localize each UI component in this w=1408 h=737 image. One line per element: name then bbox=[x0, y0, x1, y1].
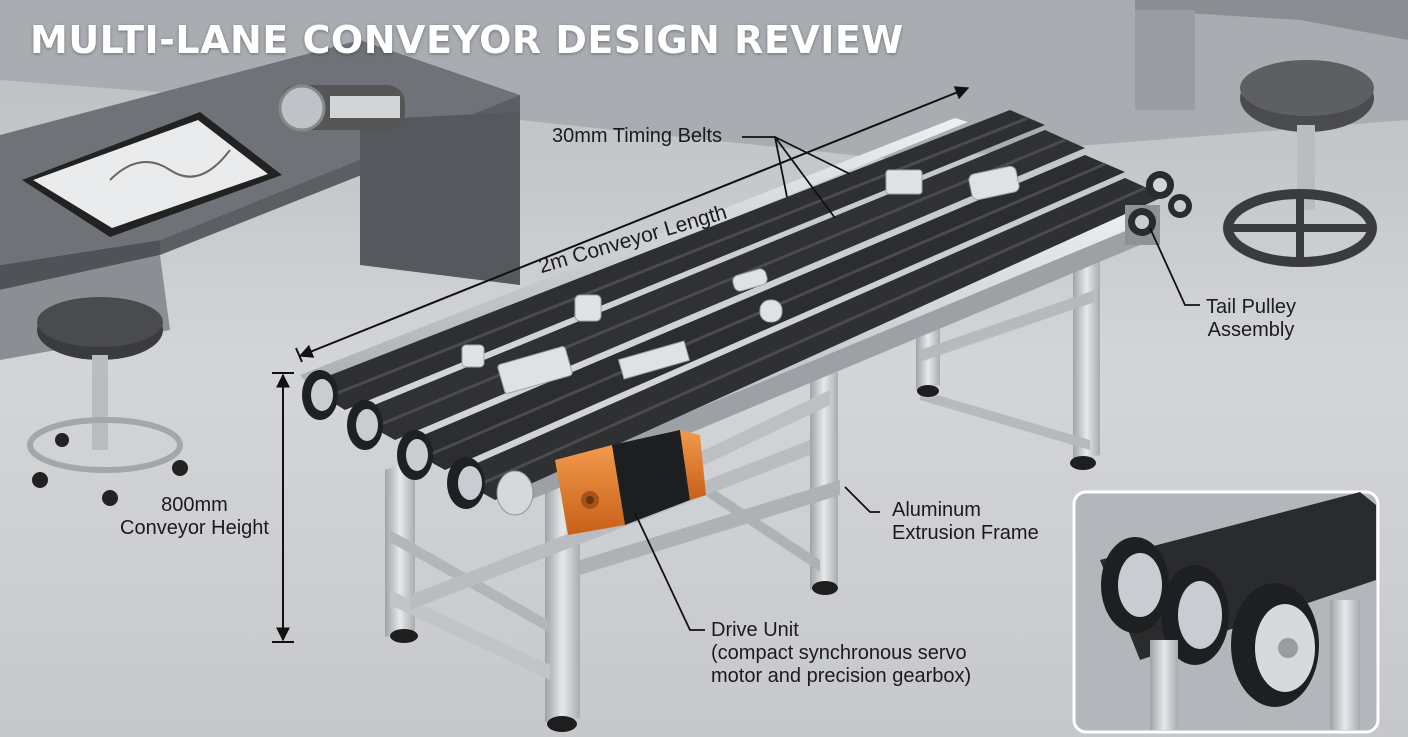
right-desk bbox=[1135, 0, 1408, 110]
tail-pulley-assembly bbox=[1125, 171, 1192, 245]
detail-inset bbox=[1072, 490, 1380, 734]
tail-pulley-label-line2: Assembly bbox=[1207, 319, 1295, 341]
drive-unit-motor bbox=[555, 430, 706, 535]
length-dimension-arrow bbox=[298, 86, 970, 358]
drive-unit-title: Drive Unit bbox=[711, 619, 799, 641]
tail-pulley-label: Tail Pulley Assembly bbox=[1206, 296, 1296, 342]
conveyor-height-caption: Conveyor Height bbox=[120, 517, 269, 539]
conveyor-height-label: 800mm Conveyor Height bbox=[120, 494, 269, 540]
aluminum-frame-line1: Aluminum bbox=[892, 499, 981, 521]
head-pulleys bbox=[302, 370, 534, 516]
right-stool bbox=[1223, 60, 1377, 267]
tablet-icon bbox=[22, 112, 282, 237]
aluminum-frame-line2: Extrusion Frame bbox=[892, 522, 1039, 544]
page-title: MULTI-LANE CONVEYOR DESIGN REVIEW bbox=[30, 18, 904, 62]
conveyor-frame bbox=[385, 250, 1100, 722]
drive-unit-label: Drive Unit (compact synchronous servo mo… bbox=[711, 619, 971, 688]
aluminum-frame-label: Aluminum Extrusion Frame bbox=[892, 499, 1039, 545]
conveyor-height-value: 800mm bbox=[161, 494, 228, 516]
drive-unit-desc-line2: motor and precision gearbox) bbox=[711, 665, 972, 687]
timing-belts-label: 30mm Timing Belts bbox=[552, 125, 723, 147]
leader-lines bbox=[634, 136, 1200, 631]
tail-pulley-label-line1: Tail Pulley bbox=[1206, 296, 1297, 318]
belt-sample-icon bbox=[278, 84, 405, 132]
back-wall bbox=[0, 0, 1408, 160]
left-stool bbox=[27, 297, 188, 506]
drive-unit-desc-line1: (compact synchronous servo bbox=[711, 642, 967, 664]
leveling-feet bbox=[390, 385, 1096, 732]
